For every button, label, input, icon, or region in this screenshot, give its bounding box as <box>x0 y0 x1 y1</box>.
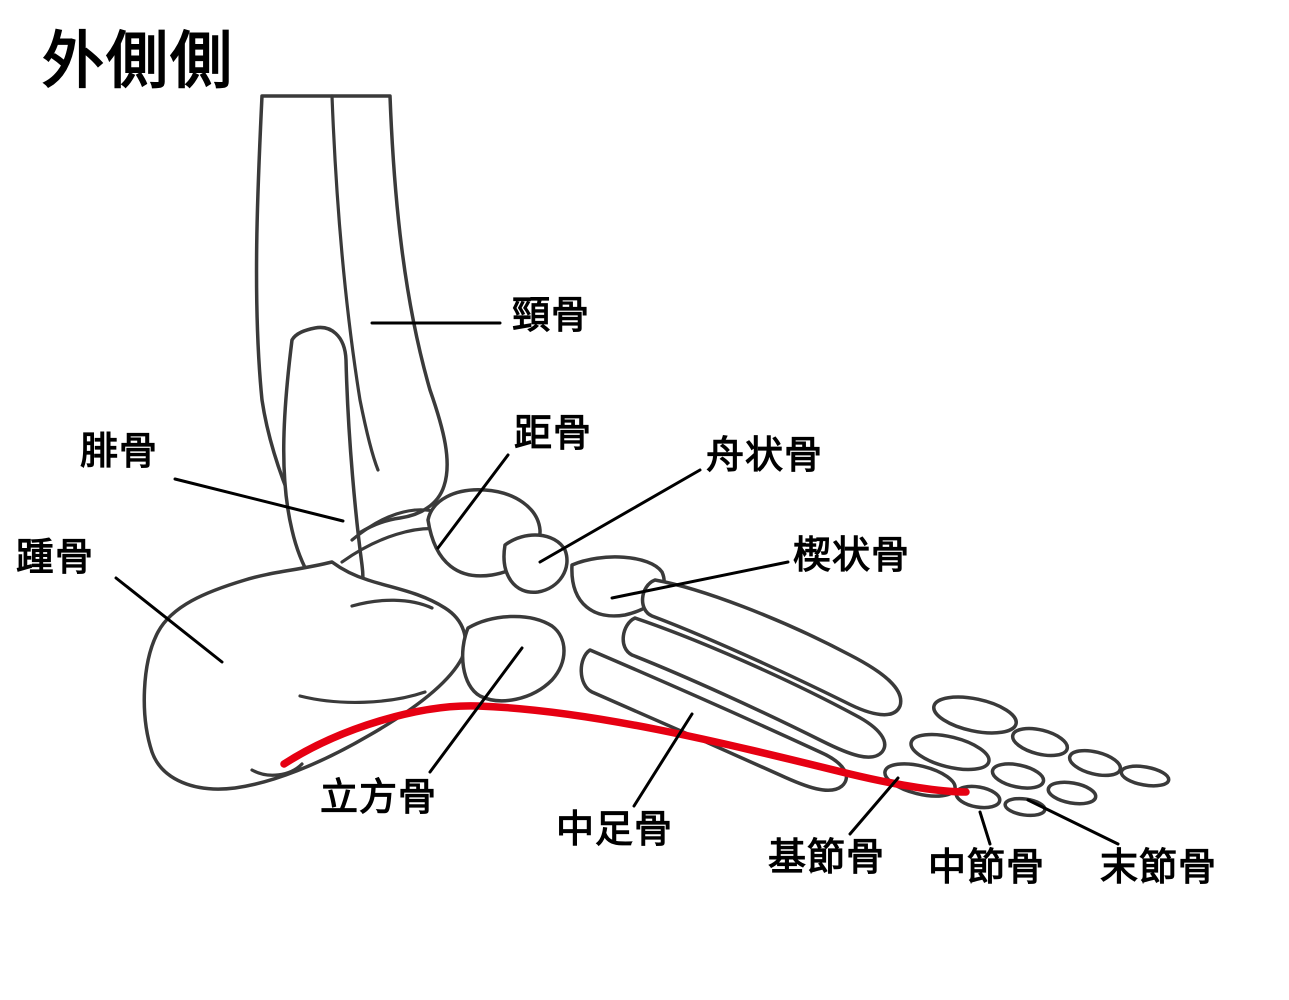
leader-fibula <box>173 477 345 523</box>
middle-phalanx-bone-a <box>1010 726 1070 758</box>
label-fibula: 腓骨 <box>80 431 159 473</box>
leader-metatarsal <box>632 712 694 808</box>
tibia-ridge-line <box>330 94 380 472</box>
page-title: 外側側 <box>42 27 235 96</box>
distal-phalanx-bone-b <box>1046 780 1098 806</box>
label-metatarsal: 中足骨 <box>556 809 674 851</box>
leader-navicular <box>538 468 702 564</box>
phalanges-group <box>883 695 1171 818</box>
label-cuboid: 立方骨 <box>320 777 438 819</box>
leader-lines-group <box>114 321 1120 846</box>
calcaneus-top-line <box>350 598 434 610</box>
metatarsal-bone-1 <box>640 578 903 717</box>
calcaneus-inner-line <box>298 690 427 704</box>
bones-group <box>142 94 1171 818</box>
calcaneus-tuberosity-line <box>250 762 304 777</box>
leader-cuneiform <box>610 560 790 600</box>
leader-talus <box>436 453 510 550</box>
navicular-bone <box>502 533 569 594</box>
metatarsal-bone-2 <box>621 616 887 759</box>
label-middle-phalanx: 中節骨 <box>928 847 1046 889</box>
leader-middle-phalanx <box>978 810 992 846</box>
distal-phalanx-tip-a <box>1119 764 1171 788</box>
proximal-phalanx-bone-a <box>932 695 1018 735</box>
label-calcaneus: 踵骨 <box>16 537 95 579</box>
fibula-bone <box>282 325 365 609</box>
leader-cuboid <box>428 646 524 774</box>
label-talus: 距骨 <box>514 413 593 455</box>
label-tibia: 頸骨 <box>512 295 591 337</box>
middle-phalanx-bone-b <box>990 762 1046 790</box>
label-distal-phalanx: 末節骨 <box>1100 847 1218 889</box>
leader-calcaneus <box>114 576 224 664</box>
ankle-joint-line-1 <box>350 508 439 542</box>
leader-distal-phalanx <box>1026 798 1120 846</box>
label-proximal-phalanx: 基節骨 <box>768 837 886 879</box>
proximal-phalanx-bone-b <box>909 732 991 772</box>
label-navicular: 舟状骨 <box>706 435 824 477</box>
leader-proximal-phalanx <box>848 776 900 836</box>
label-cuneiform: 楔状骨 <box>793 535 911 577</box>
calcaneus-bone <box>142 560 468 791</box>
distal-phalanx-bone-a <box>1067 748 1123 778</box>
middle-phalanx-bone-c <box>954 784 1002 810</box>
